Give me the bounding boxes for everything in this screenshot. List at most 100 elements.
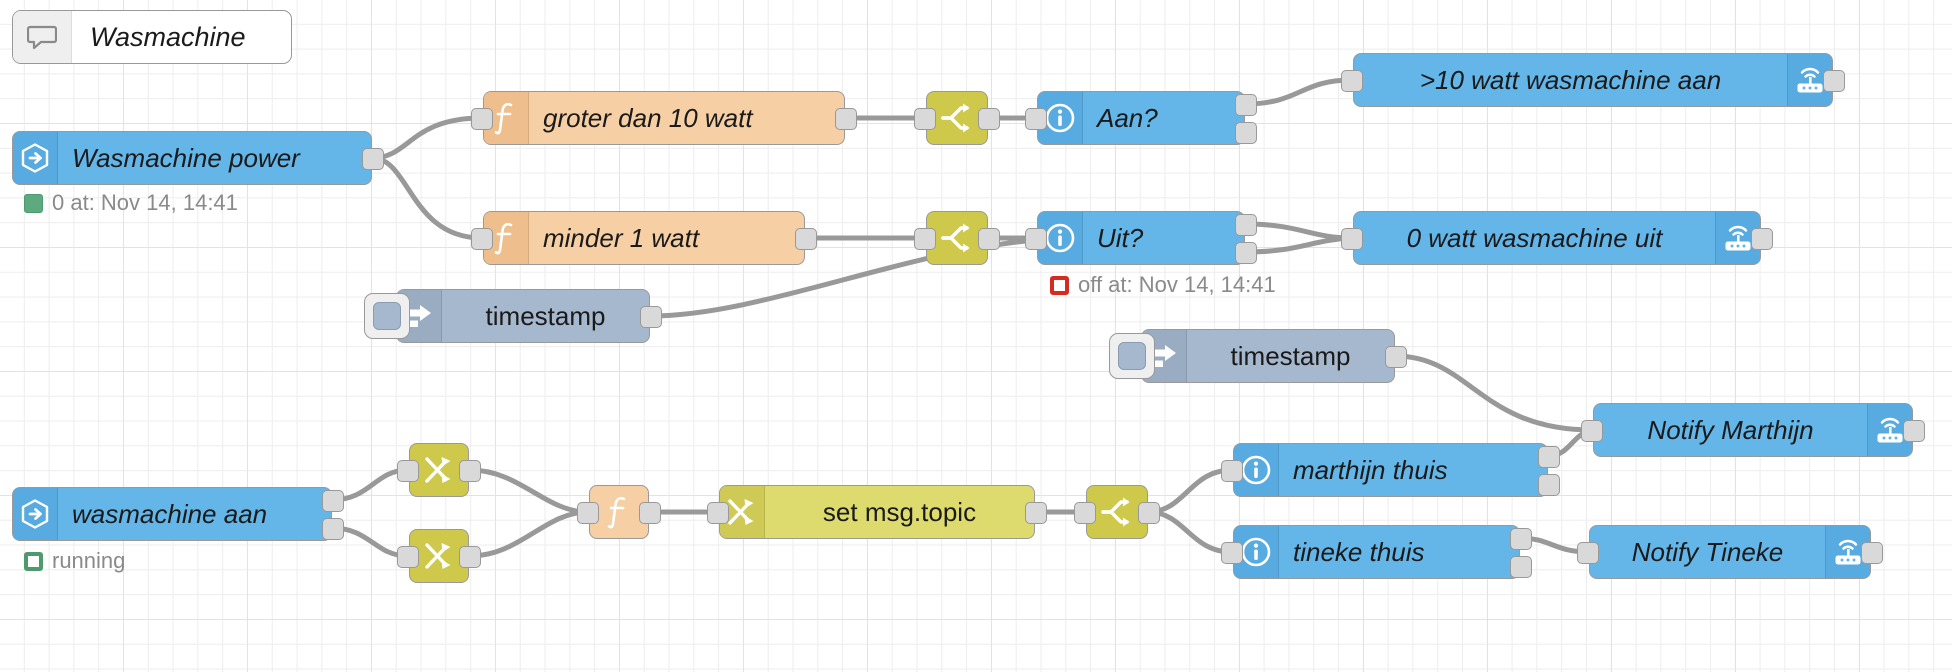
inject-button-knob [1118, 342, 1146, 370]
output-port[interactable] [978, 108, 1000, 130]
node-notify-tineke[interactable]: Notify Tineke [1577, 525, 1883, 579]
node-body: 0 watt wasmachine uit [1354, 212, 1715, 264]
input-port[interactable] [397, 546, 419, 568]
status-indicator-icon [24, 193, 43, 213]
node-timestamp-mid[interactable]: timestamp [1109, 329, 1407, 383]
node-wasmachine-power[interactable]: Wasmachine power [12, 131, 384, 185]
input-port[interactable] [914, 228, 936, 250]
node-label: groter dan 10 watt [543, 102, 753, 133]
node-change-a[interactable] [397, 443, 481, 497]
output-port[interactable] [795, 228, 817, 250]
output-port-2[interactable] [1235, 122, 1257, 144]
node-uit[interactable]: Uit? [1025, 211, 1257, 265]
input-port[interactable] [577, 502, 599, 524]
output-port[interactable] [459, 546, 481, 568]
output-port[interactable] [835, 108, 857, 130]
input-port[interactable] [1221, 542, 1243, 564]
function-f-icon [606, 495, 632, 529]
status-uit: off at: Nov 14, 14:41 [1050, 272, 1276, 298]
node-notify-marthijn[interactable]: Notify Marthijn [1581, 403, 1925, 457]
output-port[interactable] [1751, 228, 1773, 250]
node-set-msg-topic[interactable]: set msg.topic [707, 485, 1047, 539]
output-port[interactable] [459, 460, 481, 482]
status-text: 0 at: Nov 14, 14:41 [52, 190, 238, 215]
output-port-1[interactable] [1510, 528, 1532, 550]
inject-trigger-button[interactable] [1109, 333, 1155, 379]
output-port-1[interactable] [1235, 94, 1257, 116]
node-body: timestamp [442, 290, 649, 342]
node-label: marthijn thuis [1293, 454, 1448, 485]
change-swap-icon [423, 454, 455, 486]
node-mqtt-wasmachine-aan[interactable]: >10 watt wasmachine aan [1341, 53, 1845, 107]
output-port[interactable] [1903, 420, 1925, 442]
node-groter-dan-10-watt[interactable]: groter dan 10 watt [471, 91, 857, 145]
input-port[interactable] [1025, 108, 1047, 130]
node-label: Notify Tineke [1631, 536, 1784, 567]
input-port[interactable] [397, 460, 419, 482]
output-port-1[interactable] [1538, 446, 1560, 468]
comment-label: Wasmachine [90, 21, 246, 52]
output-port[interactable] [640, 306, 662, 328]
output-port-2[interactable] [1235, 242, 1257, 264]
node-label: Notify Marthijn [1647, 414, 1814, 445]
node-switch-bottom[interactable] [914, 211, 1000, 265]
node-switch-lower[interactable] [1074, 485, 1160, 539]
inject-trigger-button[interactable] [364, 293, 410, 339]
node-body: tineke thuis [1279, 526, 1519, 578]
node-tineke-thuis[interactable]: tineke thuis [1221, 525, 1532, 579]
node-function-small[interactable] [577, 485, 661, 539]
node-label: 0 watt wasmachine uit [1406, 222, 1663, 253]
output-port-2[interactable] [1510, 556, 1532, 578]
input-port[interactable] [1577, 542, 1599, 564]
node-label: >10 watt wasmachine aan [1419, 64, 1722, 95]
output-port[interactable] [1385, 346, 1407, 368]
node-marthijn-thuis[interactable]: marthijn thuis [1221, 443, 1560, 497]
node-minder-1-watt[interactable]: minder 1 watt [471, 211, 817, 265]
node-body [927, 212, 987, 264]
output-port[interactable] [1861, 542, 1883, 564]
comment-bubble-icon [13, 11, 72, 63]
node-body: Notify Tineke [1590, 526, 1825, 578]
input-port[interactable] [1221, 460, 1243, 482]
comment-node[interactable]: Wasmachine [12, 10, 292, 64]
input-port[interactable] [1074, 502, 1096, 524]
node-switch-top[interactable] [914, 91, 1000, 145]
output-port[interactable] [639, 502, 661, 524]
output-port-2[interactable] [1538, 474, 1560, 496]
node-body: groter dan 10 watt [529, 92, 844, 144]
switch-branch-icon [940, 102, 974, 134]
mqtt-router-icon [1715, 212, 1760, 264]
output-port-1[interactable] [1235, 214, 1257, 236]
output-port[interactable] [362, 148, 384, 170]
output-port[interactable] [1025, 502, 1047, 524]
switch-branch-icon [1100, 496, 1134, 528]
node-mqtt-wasmachine-uit[interactable]: 0 watt wasmachine uit [1341, 211, 1773, 265]
input-port[interactable] [1025, 228, 1047, 250]
input-port[interactable] [1341, 228, 1363, 250]
input-port[interactable] [471, 228, 493, 250]
link-in-icon [13, 132, 58, 184]
output-port-1[interactable] [322, 490, 344, 512]
input-port[interactable] [707, 502, 729, 524]
switch-branch-icon [940, 222, 974, 254]
node-label: timestamp [485, 300, 606, 331]
node-label: Aan? [1097, 102, 1158, 133]
output-port[interactable] [1138, 502, 1160, 524]
output-port[interactable] [978, 228, 1000, 250]
node-timestamp-top[interactable]: timestamp [364, 289, 662, 343]
output-port-2[interactable] [322, 518, 344, 540]
input-port[interactable] [1581, 420, 1603, 442]
input-port[interactable] [1341, 70, 1363, 92]
status-text: off at: Nov 14, 14:41 [1078, 272, 1276, 297]
link-in-icon [13, 488, 58, 540]
node-label: minder 1 watt [543, 222, 700, 253]
input-port[interactable] [914, 108, 936, 130]
node-label: Wasmachine power [72, 142, 300, 173]
node-wasmachine-aan[interactable]: wasmachine aan [12, 487, 344, 541]
node-aan[interactable]: Aan? [1025, 91, 1257, 145]
input-port[interactable] [471, 108, 493, 130]
output-port[interactable] [1823, 70, 1845, 92]
node-change-b[interactable] [397, 529, 481, 583]
change-swap-icon [423, 540, 455, 572]
